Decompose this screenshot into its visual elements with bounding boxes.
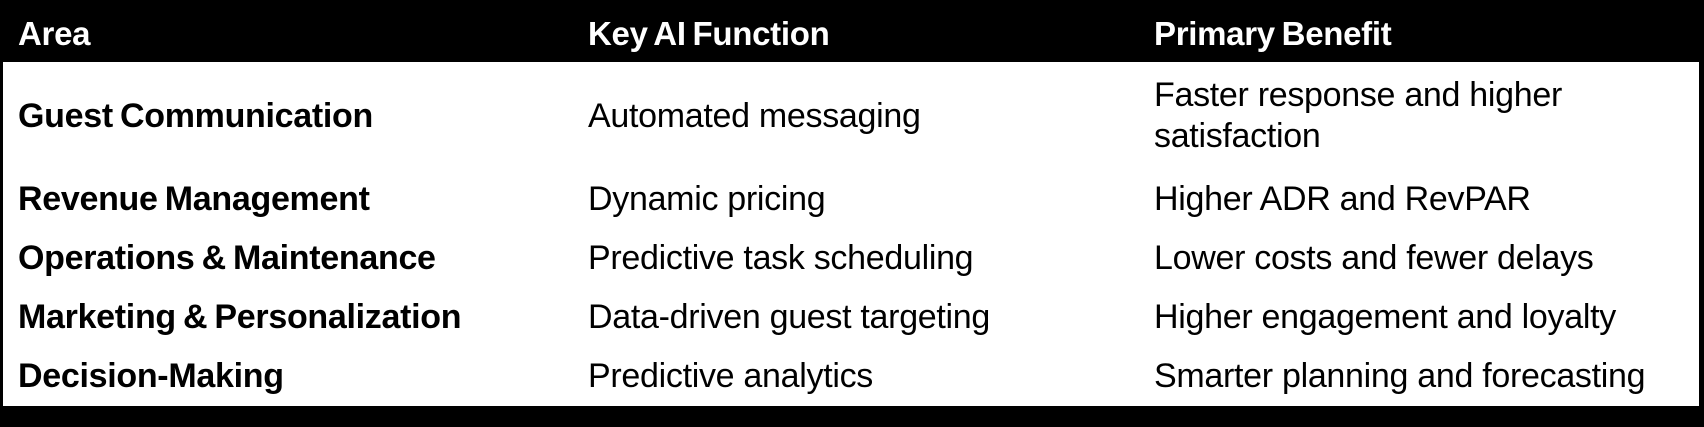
cell-area: Guest Communication [18, 96, 373, 135]
cell-primary-benefit: Higher ADR and RevPAR [1154, 180, 1531, 218]
table-row: Marketing & Personalization Data-driven … [3, 288, 1699, 347]
cell-area: Marketing & Personalization [18, 298, 462, 336]
table-row: Revenue Management Dynamic pricing Highe… [3, 170, 1699, 229]
table-header-row: Area Key AI Function Primary Benefit [3, 0, 1699, 62]
cell-key-ai-function: Automated messaging [588, 96, 921, 135]
cell-key-ai-function: Predictive task scheduling [588, 239, 974, 277]
cell-area: Operations & Maintenance [18, 239, 436, 277]
column-header-area: Area [3, 0, 588, 62]
cell-primary-benefit: Lower costs and fewer delays [1154, 239, 1594, 277]
cell-primary-benefit: Smarter planning and forecasting [1154, 357, 1646, 395]
table-row: Guest Communication Automated messaging … [3, 62, 1699, 170]
table-row: Operations & Maintenance Predictive task… [3, 229, 1699, 288]
cell-key-ai-function: Dynamic pricing [588, 180, 826, 218]
data-table: Area Key AI Function Primary Benefit Gue… [3, 0, 1699, 406]
column-header-primary-benefit: Primary Benefit [1154, 0, 1699, 62]
cell-primary-benefit: Faster response and higher satisfaction [1154, 76, 1563, 155]
cell-area: Revenue Management [18, 180, 370, 218]
cell-key-ai-function: Predictive analytics [588, 357, 874, 395]
cell-key-ai-function: Data-driven guest targeting [588, 298, 991, 336]
table-row: Decision-Making Predictive analytics Sma… [3, 347, 1699, 406]
cell-primary-benefit: Higher engagement and loyalty [1154, 298, 1616, 336]
column-header-key-ai-function: Key AI Function [588, 0, 1154, 62]
cell-area: Decision-Making [18, 357, 284, 395]
